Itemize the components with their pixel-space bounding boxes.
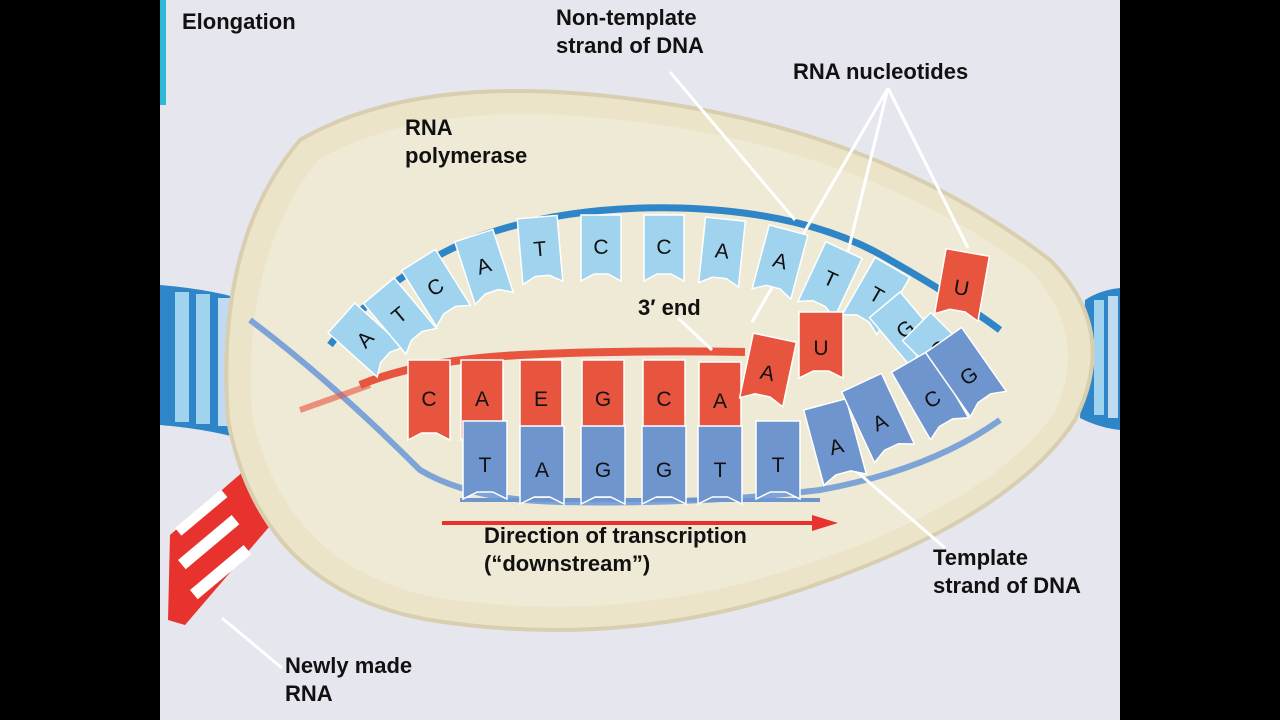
label-line: Template [933, 545, 1028, 570]
base-letter: A [714, 239, 730, 263]
base-letter: T [479, 454, 492, 477]
template-base: A [840, 372, 916, 465]
label-line: RNA [405, 115, 453, 140]
leader-lines [221, 71, 970, 670]
label-line: strand of DNA [556, 33, 704, 58]
rna-polymerase-label: RNA polymerase [405, 114, 527, 170]
label-line: strand of DNA [933, 573, 1081, 598]
incoming-nucleotide: A [738, 332, 798, 409]
template-base: G [641, 425, 687, 506]
base-letter: T [714, 459, 727, 482]
label-line: polymerase [405, 143, 528, 168]
newly-made-rna-label: Newly made RNA [285, 652, 412, 708]
non-template-base: A [453, 228, 515, 306]
base-letter: A [474, 253, 494, 279]
base-letter: A [475, 388, 489, 411]
base-letter: C [593, 236, 608, 259]
base-letter: T [533, 237, 548, 261]
rna-backbone [358, 347, 746, 389]
rna-nucleotides-label: RNA nucleotides [793, 59, 969, 84]
incoming-nucleotides: A U U [738, 247, 991, 409]
template-base: A [519, 425, 565, 506]
base-letter: A [535, 459, 549, 482]
three-prime-end-label: 3′ end [638, 295, 701, 320]
template-base: T [755, 420, 801, 501]
template-base: T [697, 425, 743, 506]
rna-base: C [642, 359, 686, 442]
rna-exit-strand [168, 470, 275, 625]
label-line: Non-template [556, 5, 697, 30]
non-template-base: A [697, 216, 747, 289]
non-template-base: C [580, 214, 622, 283]
base-letter: U [813, 337, 828, 360]
template-base: G [924, 326, 1008, 418]
base-letter: A [827, 434, 846, 460]
base-letter: G [595, 388, 611, 411]
template-base: C [890, 349, 970, 442]
label-line: (“downstream”) [484, 551, 651, 576]
non-template-strand-label: Non-template strand of DNA [556, 4, 704, 60]
base-letter: T [772, 454, 785, 477]
base-letter: C [421, 388, 436, 411]
label-line: Newly made [285, 653, 413, 678]
base-letter: A [758, 361, 776, 386]
non-template-base: T [362, 276, 438, 356]
direction-label: Direction of transcription (“downstream”… [484, 522, 747, 578]
template-strand-label: Template strand of DNA [933, 544, 1081, 600]
template-backbone [248, 317, 1002, 506]
label-line: Direction of transcription [484, 523, 747, 548]
base-letter: C [656, 236, 671, 259]
template-base: T [462, 420, 508, 501]
non-template-base: C [400, 248, 472, 329]
non-template-base: A [327, 301, 406, 379]
base-letter: A [770, 249, 789, 275]
template-base: G [580, 425, 626, 506]
base-letter: G [656, 459, 672, 482]
rna-base: C [407, 359, 451, 442]
diagram-title: Elongation [182, 9, 296, 34]
non-template-base: A [751, 224, 809, 301]
base-letter: U [952, 276, 971, 301]
incoming-nucleotide: U [798, 311, 844, 380]
non-template-base: C [643, 214, 685, 283]
incoming-nucleotide: U [933, 247, 991, 323]
base-letter: E [534, 388, 548, 411]
non-template-base: T [516, 214, 564, 286]
base-letter: G [595, 459, 611, 482]
label-line: RNA [285, 681, 333, 706]
base-letter: A [713, 390, 727, 413]
slide-accent-bar [160, 0, 166, 105]
non-template-base: T [796, 240, 864, 320]
base-letter: C [656, 388, 671, 411]
direction-arrow [442, 515, 838, 531]
